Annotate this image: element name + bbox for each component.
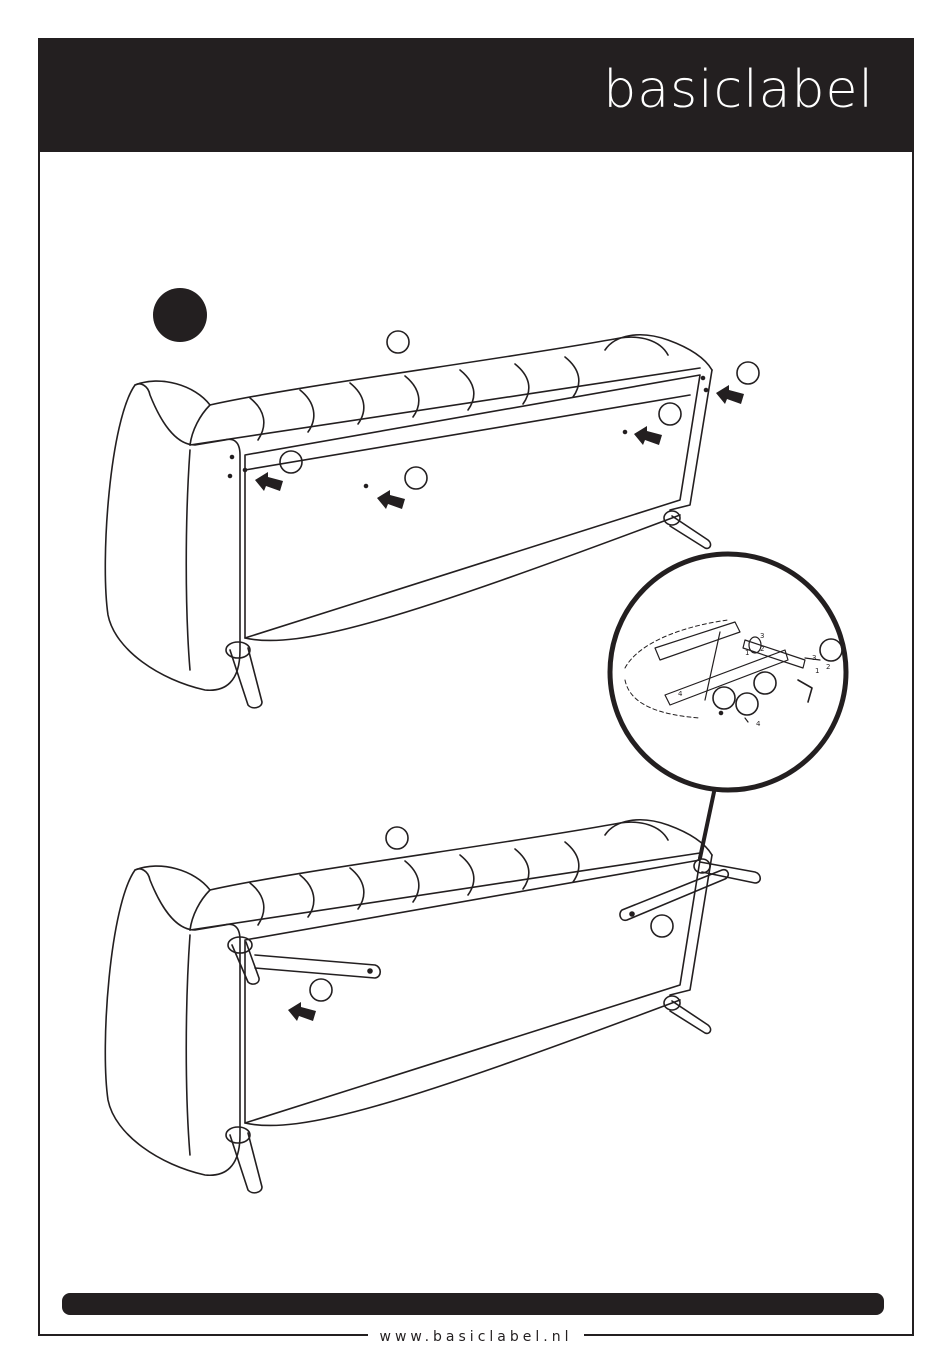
detail-magnifier (610, 554, 846, 858)
footer-url[interactable]: www.basiclabel.nl (368, 1329, 585, 1345)
arrow-indicator (716, 385, 744, 404)
arrow-indicator (255, 472, 283, 491)
arrow-indicator (288, 1002, 316, 1021)
detail-label: 2 (760, 645, 764, 653)
detail-label: 2 (826, 663, 830, 671)
sofa-top-view (105, 331, 759, 708)
sofa-bottom-view (105, 820, 760, 1193)
detail-label: 1 (745, 649, 749, 657)
detail-label: 4 (678, 690, 683, 698)
step-number-badge (153, 288, 207, 342)
detail-label: 4 (756, 720, 761, 728)
footer: www.basiclabel.nl (38, 1326, 914, 1346)
detail-label: 3 (812, 654, 816, 662)
arrow-indicator (634, 426, 662, 445)
detail-label: 1 (815, 667, 819, 675)
footer-bar (62, 1293, 884, 1315)
detail-label: 3 (760, 632, 764, 640)
arrow-indicator (377, 490, 405, 509)
